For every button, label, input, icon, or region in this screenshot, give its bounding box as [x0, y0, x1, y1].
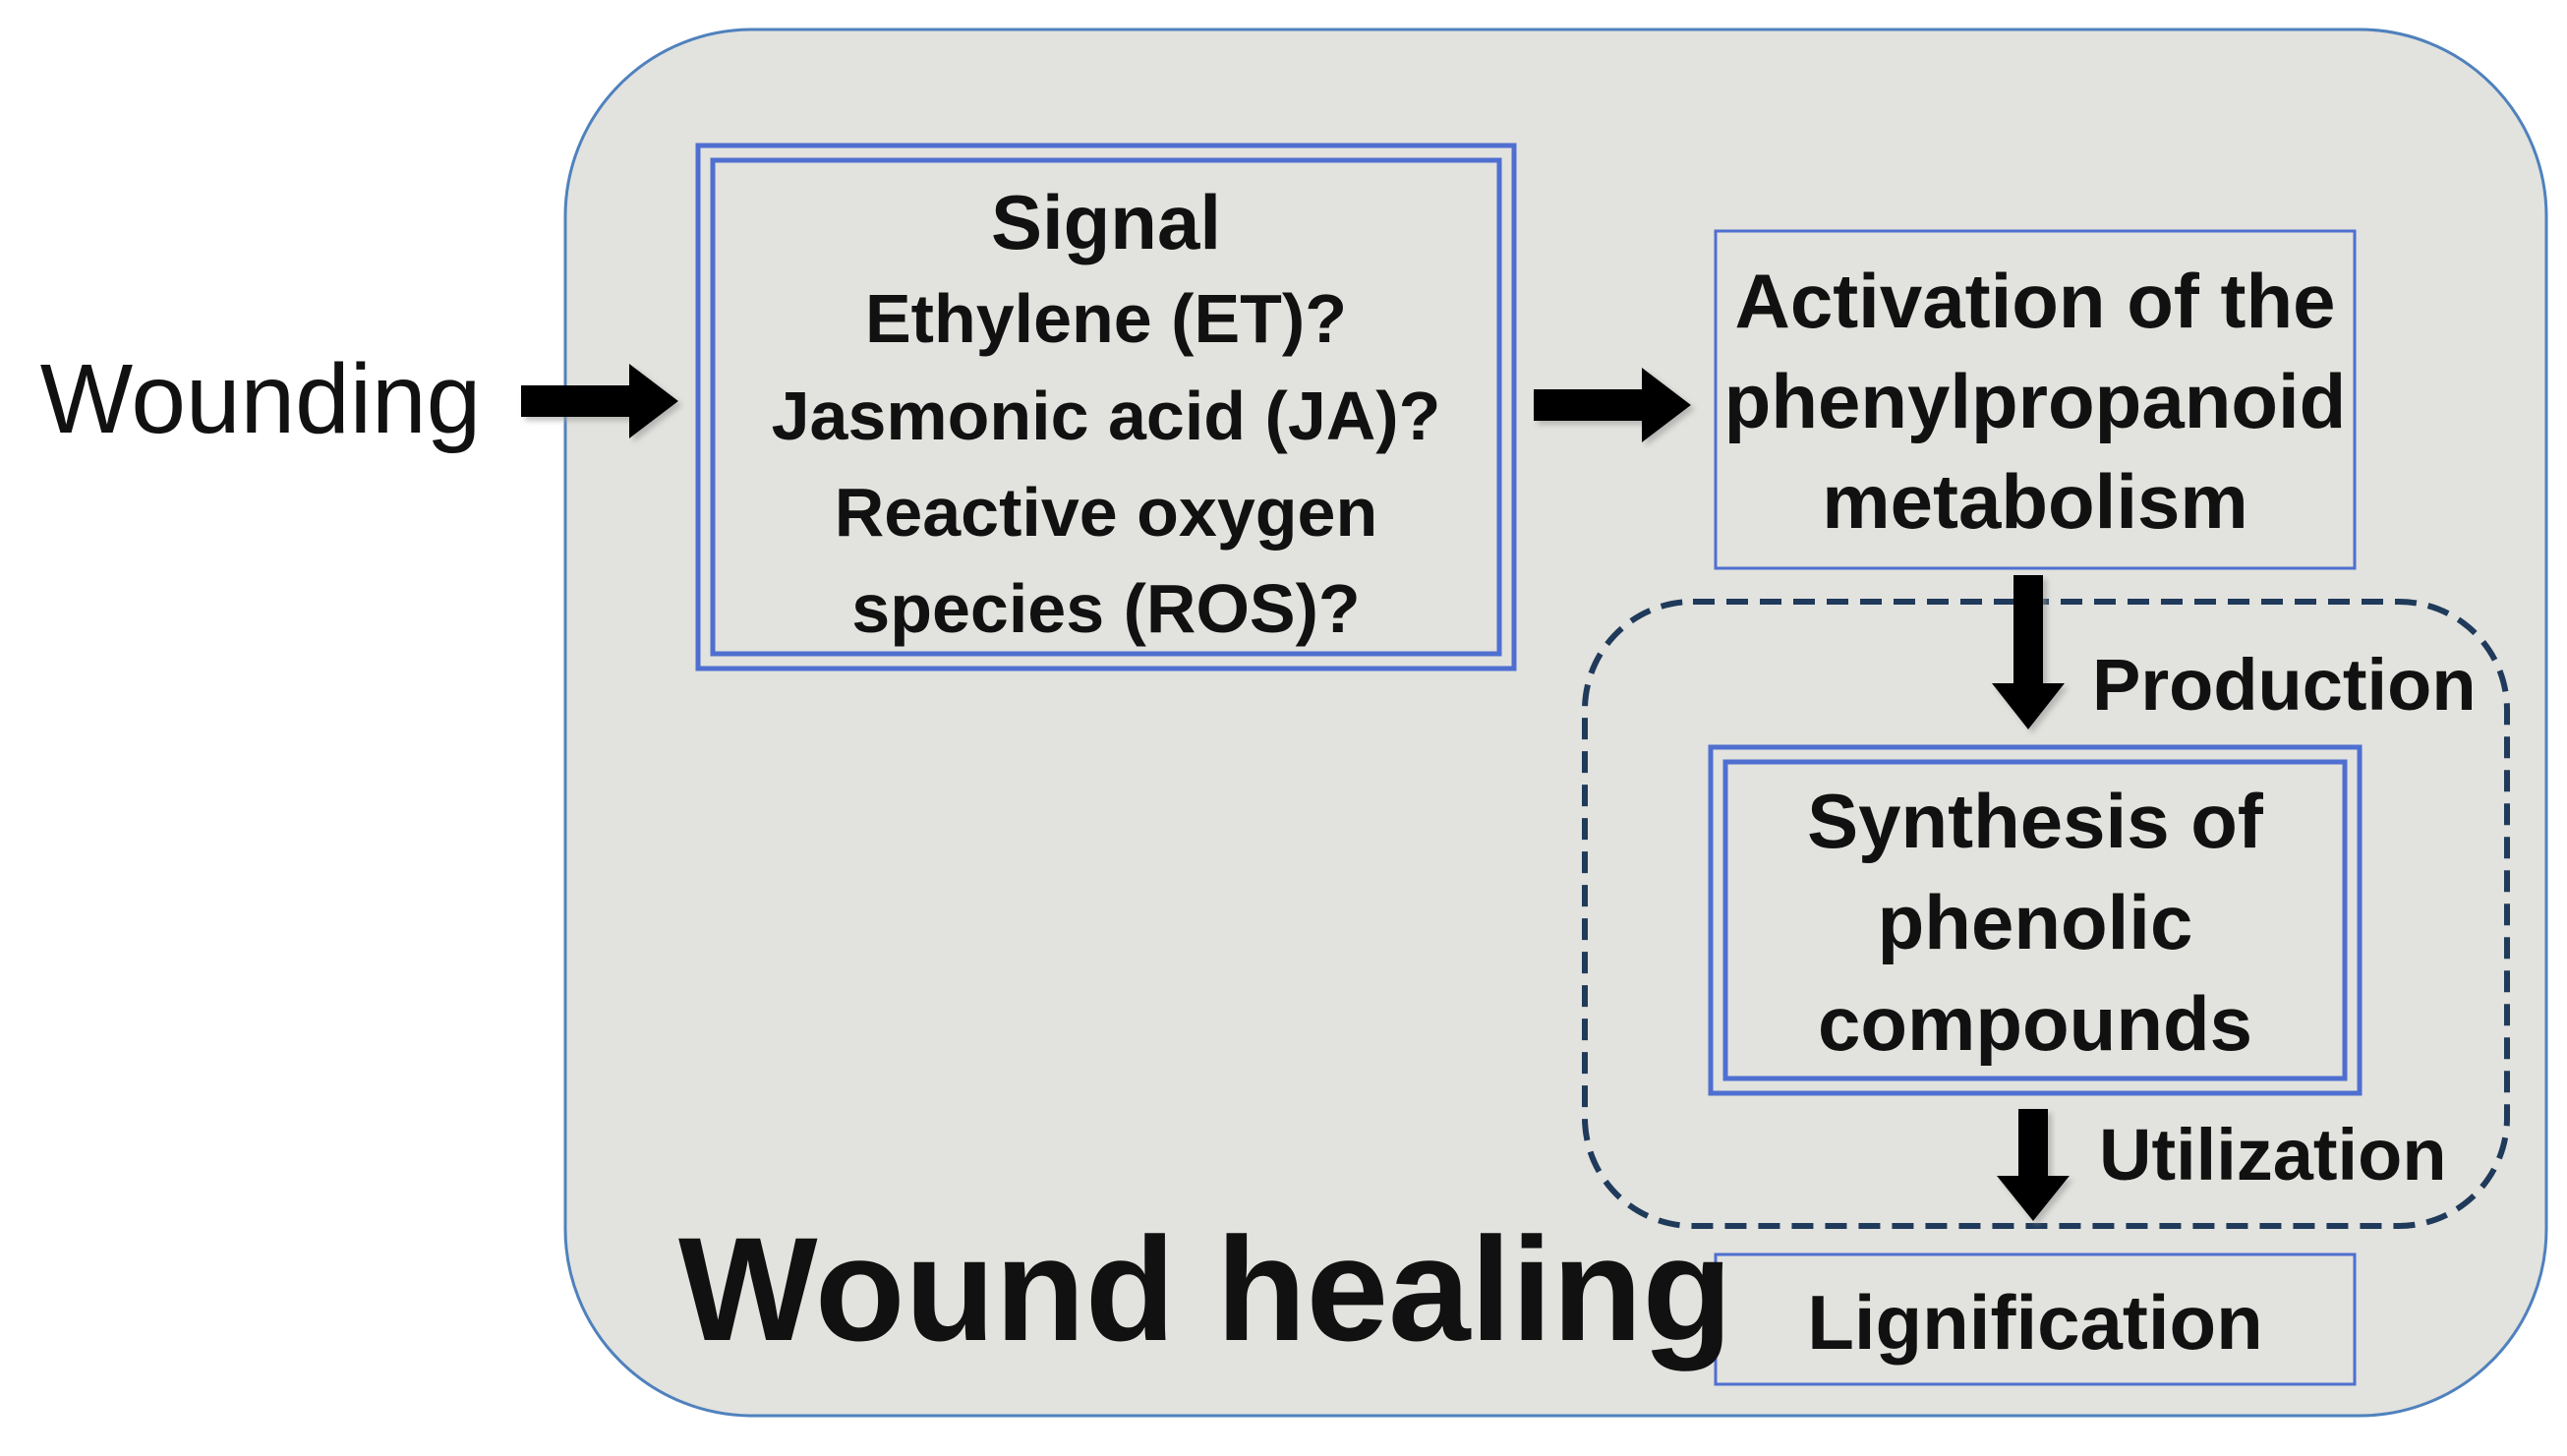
synthesis-line-2: phenolic: [1878, 879, 2193, 965]
activation-box: [1714, 229, 2357, 570]
activation-line-1: Activation of the: [1734, 258, 2335, 344]
lignification-label: Lignification: [1807, 1279, 2263, 1366]
signal-line-jasmonic-acid: Jasmonic acid (JA)?: [772, 378, 1441, 454]
wound-healing-title: Wound healing: [678, 1206, 1732, 1371]
production-label: Production: [2092, 644, 2477, 726]
arrow-utilization: [1997, 1109, 2070, 1221]
synthesis-line-1: Synthesis of: [1807, 778, 2264, 864]
phenolic-dashed-group: [1582, 599, 2510, 1229]
lignification-box: [1714, 1252, 2357, 1386]
arrow-production: [1992, 575, 2065, 729]
activation-line-3: metabolism: [1822, 458, 2247, 545]
signal-line-species-ros: species (ROS)?: [851, 570, 1360, 647]
signal-title: Signal: [991, 179, 1221, 265]
wounding-label: Wounding: [40, 344, 482, 454]
signal-line-reactive-oxygen: Reactive oxygen: [835, 474, 1377, 551]
activation-line-2: phenylpropanoid: [1724, 358, 2347, 444]
signal-box: [695, 143, 1517, 671]
utilization-label: Utilization: [2099, 1114, 2447, 1195]
arrow-wounding-to-signal: [521, 364, 678, 438]
synthesis-box: [1708, 744, 2363, 1096]
arrow-signal-to-activation: [1534, 368, 1691, 442]
synthesis-line-3: compounds: [1818, 980, 2252, 1067]
signal-line-ethylene: Ethylene (ET)?: [865, 280, 1347, 357]
